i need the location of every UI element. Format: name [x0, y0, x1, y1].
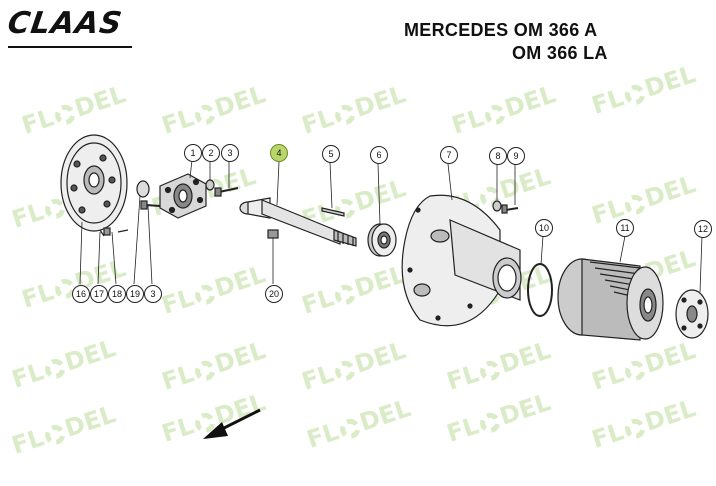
logo-underline	[8, 46, 132, 48]
hub-coupling	[159, 173, 207, 219]
callout-c3b[interactable]: 3	[144, 285, 162, 303]
callout-c19[interactable]: 19	[126, 285, 144, 303]
callout-c20[interactable]: 20	[265, 285, 283, 303]
callout-c2[interactable]: 2	[202, 144, 220, 162]
drive-shaft	[239, 197, 357, 247]
callout-c12[interactable]: 12	[694, 220, 712, 238]
logo-text: CLAAS	[5, 6, 125, 41]
callout-c7[interactable]: 7	[440, 146, 458, 164]
bell-housing	[401, 194, 522, 327]
end-plate	[675, 289, 709, 339]
callout-c18[interactable]: 18	[108, 285, 126, 303]
arrow-down-left-icon	[203, 408, 261, 439]
callout-c11[interactable]: 11	[616, 219, 634, 237]
callout-c16[interactable]: 16	[72, 285, 90, 303]
bearing	[367, 223, 397, 257]
pulley	[557, 258, 664, 341]
callout-c1[interactable]: 1	[184, 144, 202, 162]
claas-logo: CLAAS	[5, 6, 136, 48]
callout-c10[interactable]: 10	[535, 219, 553, 237]
callout-c6[interactable]: 6	[370, 146, 388, 164]
callout-c8[interactable]: 8	[489, 147, 507, 165]
callout-c5[interactable]: 5	[322, 145, 340, 163]
callout-c9[interactable]: 9	[507, 147, 525, 165]
engine-title-line1: MERCEDES OM 366 A	[404, 20, 598, 40]
callout-c17[interactable]: 17	[90, 285, 108, 303]
engine-title-line2: OM 366 LA	[512, 43, 608, 63]
callout-c3[interactable]: 3	[221, 144, 239, 162]
flywheel-disc	[60, 134, 128, 232]
callout-c4[interactable]: 4	[270, 144, 288, 162]
